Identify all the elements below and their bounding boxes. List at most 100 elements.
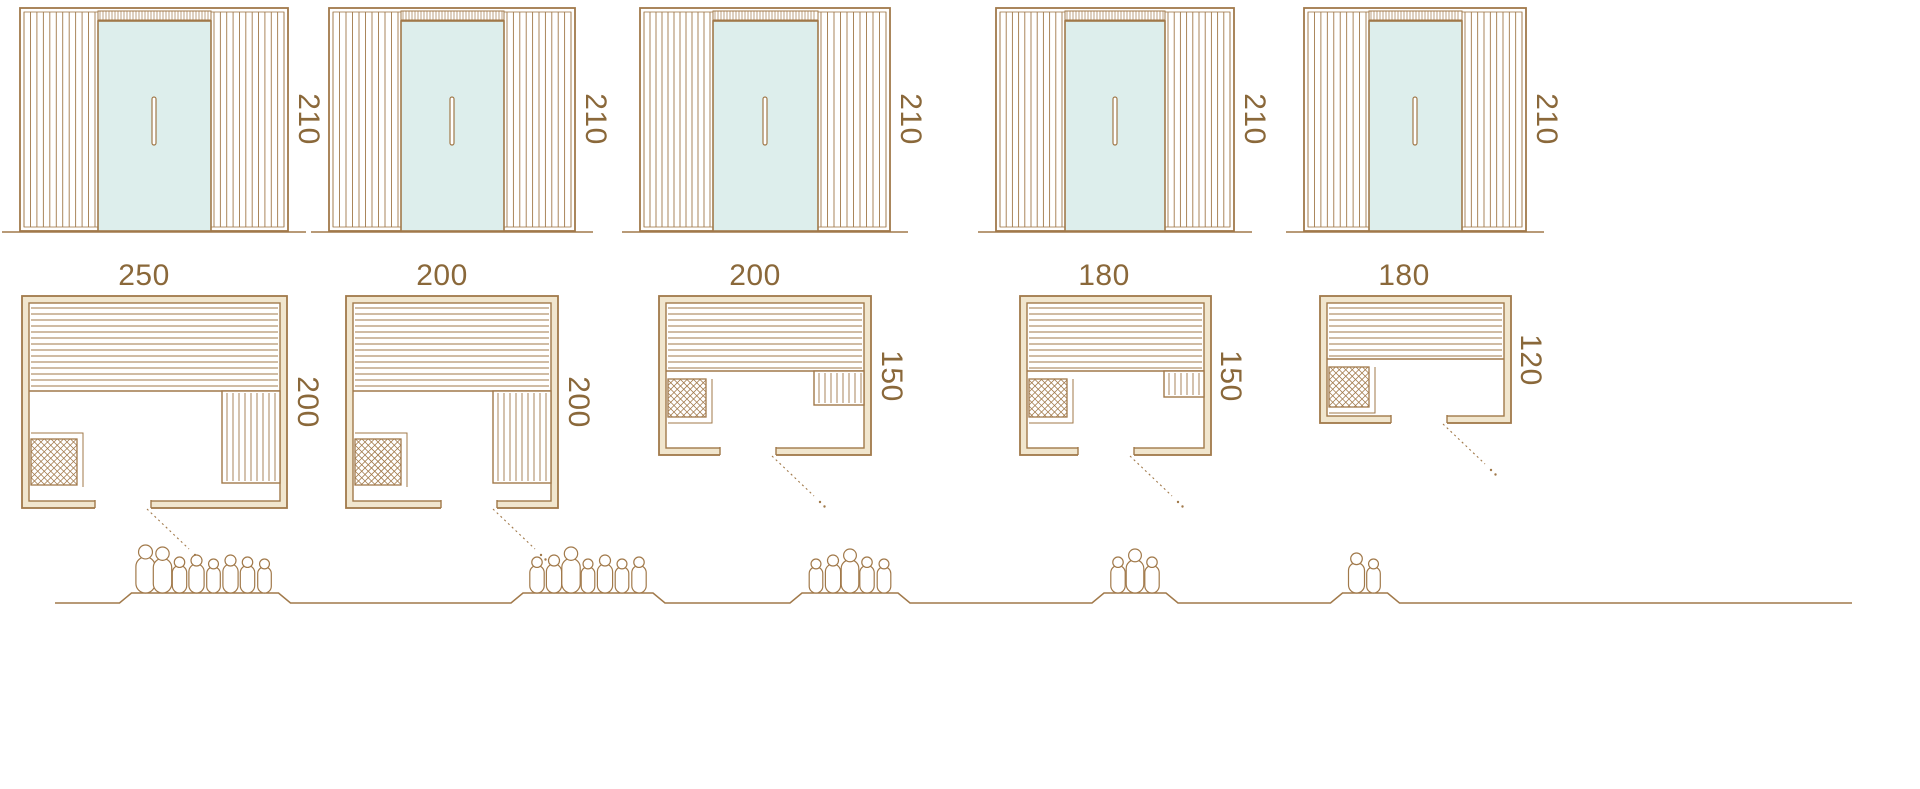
vent-strip: [1368, 10, 1463, 21]
vent-strip: [400, 10, 505, 21]
person-head-icon: [173, 556, 186, 569]
plan-width-label-3: 200: [729, 259, 781, 292]
person-head-icon: [190, 554, 203, 567]
person-icon: [1347, 561, 1366, 594]
door-opening: [441, 500, 497, 510]
door-swing: [771, 455, 815, 497]
door-handle: [1412, 96, 1418, 146]
plan-depth-label-1: 200: [291, 376, 324, 428]
person-head-icon: [878, 558, 890, 570]
capacity-row: [55, 544, 1852, 604]
person-head-icon: [843, 548, 857, 563]
floorplan-2: [345, 295, 559, 561]
heater-guard: [1029, 379, 1074, 424]
capacity-group-5: [1347, 552, 1381, 594]
person-head-icon: [155, 546, 170, 561]
person-icon: [545, 563, 563, 594]
door-handle: [151, 96, 157, 146]
person-icon: [1125, 559, 1145, 594]
person-icon: [614, 566, 630, 594]
person-head-icon: [582, 558, 594, 570]
person-icon: [808, 566, 824, 594]
vent-strip: [97, 10, 212, 21]
step-bench: [813, 370, 865, 406]
door-opening: [95, 500, 151, 510]
person-head-icon: [616, 558, 628, 570]
ground-line: [55, 592, 1852, 604]
person-head-icon: [598, 554, 612, 567]
elevation-height-label-4: 210: [1238, 93, 1271, 145]
person-icon: [1366, 566, 1381, 594]
floorplan-4: [1019, 295, 1212, 508]
step-bench: [1163, 370, 1205, 398]
plan-width-label-4: 180: [1078, 259, 1130, 292]
elevation-height-label-5: 210: [1530, 93, 1563, 145]
door-swing: [492, 508, 536, 550]
person-icon: [222, 563, 239, 594]
person-icon: [152, 557, 173, 594]
elevation-5: [1286, 7, 1544, 233]
plan-depth-label-4: 150: [1214, 350, 1247, 402]
person-icon: [135, 556, 156, 594]
door-handle: [449, 96, 455, 146]
person-icon: [206, 566, 221, 594]
heater-guard: [668, 379, 713, 424]
person-head-icon: [861, 556, 873, 569]
person-head-icon: [1367, 558, 1380, 570]
person-head-icon: [633, 556, 645, 569]
person-head-icon: [563, 546, 579, 561]
heater-guard: [31, 432, 84, 487]
person-icon: [561, 557, 581, 594]
heater-guard: [1329, 367, 1376, 414]
plan-depth-label-5: 120: [1514, 334, 1547, 386]
person-icon: [840, 559, 860, 594]
heater-guard: [355, 432, 408, 487]
person-head-icon: [207, 558, 220, 570]
elevation-3: [622, 7, 908, 233]
vent-strip: [712, 10, 819, 21]
person-head-icon: [810, 558, 822, 570]
person-icon: [171, 564, 188, 594]
person-head-icon: [258, 558, 271, 570]
person-icon: [596, 563, 614, 594]
person-head-icon: [137, 544, 154, 560]
door-swing: [1129, 455, 1173, 497]
person-icon: [257, 566, 272, 594]
floorplan-5: [1319, 295, 1512, 476]
capacity-group-2: [529, 546, 647, 594]
plan-width-label-1: 250: [118, 259, 170, 292]
elevation-2: [311, 7, 593, 233]
elevation-4: [978, 7, 1252, 233]
person-head-icon: [1128, 548, 1142, 563]
person-icon: [859, 564, 875, 594]
plan-depth-label-3: 150: [875, 350, 908, 402]
door-swing: [1442, 423, 1486, 465]
person-icon: [824, 563, 842, 594]
elevation-height-label-1: 210: [292, 93, 325, 145]
person-icon: [529, 564, 545, 594]
plan-width-label-5: 180: [1378, 259, 1430, 292]
person-icon: [631, 564, 647, 594]
elevation-height-label-2: 210: [579, 93, 612, 145]
person-icon: [876, 566, 892, 594]
person-head-icon: [241, 556, 254, 569]
capacity-group-4: [1110, 548, 1160, 594]
door-swing: [146, 508, 190, 550]
floorplan-1: [21, 295, 288, 561]
person-head-icon: [1146, 556, 1158, 569]
person-head-icon: [547, 554, 561, 567]
person-head-icon: [826, 554, 840, 567]
capacity-group-3: [808, 548, 892, 594]
door-handle: [1112, 96, 1118, 146]
person-icon: [1110, 564, 1126, 594]
person-head-icon: [1350, 552, 1363, 566]
door-opening: [1391, 415, 1447, 425]
person-icon: [580, 566, 596, 594]
person-icon: [188, 563, 205, 594]
door-handle: [762, 96, 768, 146]
person-icon: [1144, 564, 1160, 594]
floorplan-3: [658, 295, 872, 508]
elevation-1: [2, 7, 306, 233]
